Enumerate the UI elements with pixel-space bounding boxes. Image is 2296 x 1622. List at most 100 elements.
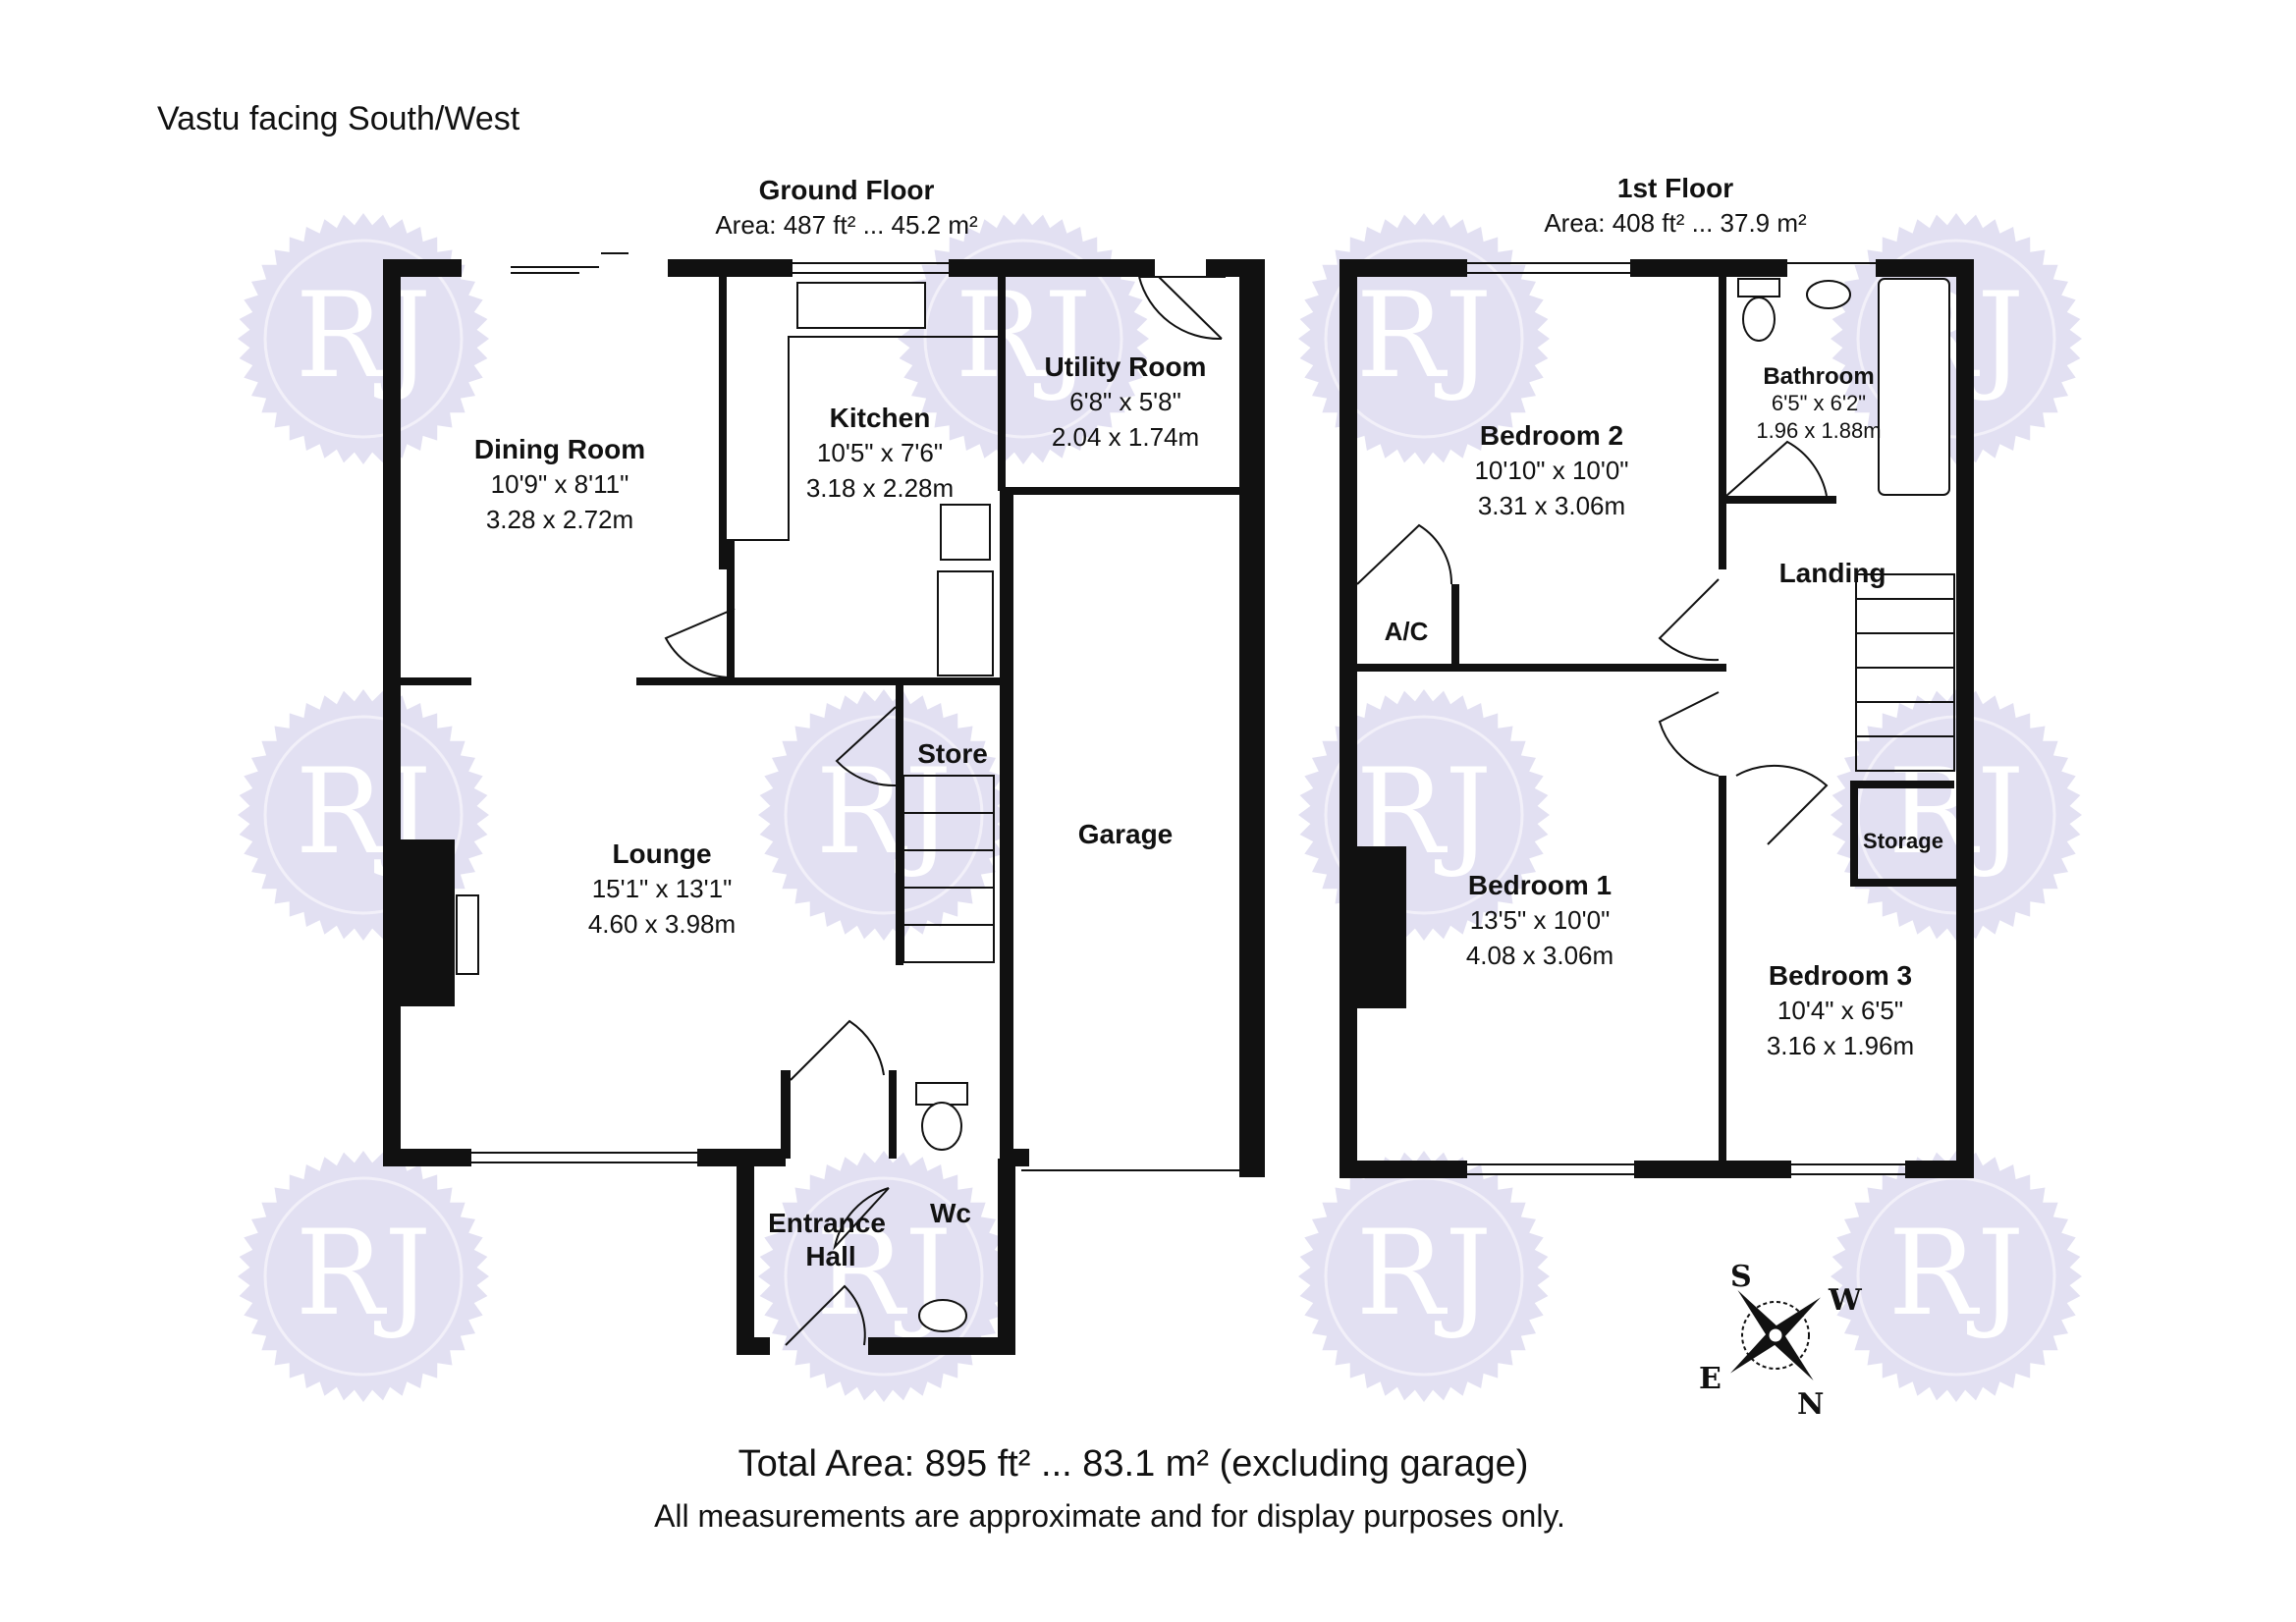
first-floor-plan	[1339, 259, 1974, 1178]
gf-north-wall-mid	[668, 259, 793, 277]
lounge-name: Lounge	[612, 838, 712, 869]
kitchen-unit-tall	[937, 570, 994, 676]
wc-cistern	[915, 1082, 968, 1106]
rj-watermark-seal: RJ	[1298, 689, 1550, 941]
seal-monogram: RJ	[1888, 1206, 2024, 1342]
ff-west-wall	[1339, 259, 1357, 1178]
entrance-hall-name-line2: Hall	[805, 1241, 856, 1271]
garage-name: Garage	[1077, 819, 1174, 849]
ff-north-wall-right	[1876, 259, 1974, 277]
dining-lounge-wall-left	[401, 677, 471, 685]
bath-toilet	[1742, 297, 1776, 342]
seal-edge	[238, 1151, 489, 1402]
bathroom-imperial: 6'5" x 6'2"	[1771, 391, 1867, 415]
landing-name: Landing	[1778, 558, 1886, 588]
rj-watermark-seal: RJ	[238, 1151, 489, 1402]
seal-ring	[784, 1176, 984, 1377]
rj-watermark-seal: RJ	[758, 1151, 1010, 1402]
entrance-west-wall	[737, 1159, 754, 1355]
bath-cistern	[1737, 278, 1780, 297]
bath-basin	[1806, 280, 1851, 309]
seal-monogram: RJ	[296, 1206, 431, 1342]
ac-cupboard-name: A/C	[1384, 617, 1429, 646]
compass-west-label: W	[1829, 1283, 1862, 1318]
rj-watermark-seal: RJ	[1298, 1151, 1550, 1402]
utility-room-imperial: 6'8" x 5'8"	[1069, 387, 1181, 416]
wc-basin	[918, 1299, 967, 1332]
bed2-bed1-wall	[1353, 664, 1726, 672]
store-west-wall	[896, 685, 903, 965]
dining-lounge-wall-right	[636, 677, 1002, 685]
compass-rose	[1730, 1290, 1821, 1380]
seal-ring	[923, 239, 1123, 439]
gf-north-wall-left	[383, 259, 462, 277]
vastu-note: Vastu facing South/West	[157, 100, 520, 137]
dining-room-metric: 3.28 x 2.72m	[485, 505, 634, 534]
seal-edge	[758, 689, 1010, 941]
hob-unit	[940, 504, 991, 561]
bed1-bed3-wall	[1719, 776, 1726, 1168]
bedroom2-name: Bedroom 2	[1479, 420, 1624, 451]
kitchen-imperial: 10'5" x 7'6"	[816, 438, 944, 467]
wc-west-wall	[889, 1070, 897, 1159]
ff-south-wall-mid	[1634, 1161, 1791, 1178]
dining-kitchen-wall-lower	[727, 540, 735, 677]
bath-landing-wall	[1719, 496, 1836, 504]
ground-floor-area: Area: 487 ft² ... 45.2 m²	[715, 210, 978, 240]
bedroom1-metric: 4.08 x 3.06m	[1465, 941, 1614, 970]
rj-watermark-seal: RJ	[238, 213, 489, 464]
compass-east-label: E	[1699, 1362, 1722, 1396]
store-name: Store	[917, 738, 988, 769]
kitchen-metric: 3.18 x 2.28m	[805, 473, 955, 503]
lounge-imperial: 15'1" x 13'1"	[591, 874, 733, 903]
bedroom1-name: Bedroom 1	[1467, 870, 1613, 900]
ff-south-wall-right	[1905, 1161, 1974, 1178]
seal-edge	[1831, 1151, 2082, 1402]
storage-wall-top	[1856, 781, 1954, 788]
seal-ring	[1324, 715, 1524, 915]
ground-floor-plan	[383, 259, 1265, 1355]
ground-floor-fixtures	[456, 282, 994, 1332]
gf-east-wall	[1239, 259, 1265, 1177]
first-floor-title: 1st Floor	[1616, 173, 1734, 203]
storage-name: Storage	[1863, 829, 1943, 853]
bedroom2-metric: 3.31 x 3.06m	[1477, 491, 1626, 520]
bathroom-metric: 1.96 x 1.88m	[1756, 418, 1882, 443]
ground-floor-lines	[471, 252, 1239, 1346]
storage-wall-left	[1850, 781, 1858, 884]
ff-east-wall	[1956, 259, 1974, 1178]
storage-wall-bottom	[1850, 879, 1958, 887]
ff-north-wall-left	[1339, 259, 1467, 277]
fireplace-hearth	[456, 894, 479, 975]
first-floor-fixtures	[1737, 278, 1950, 496]
rj-watermark-seal: RJ	[758, 689, 1010, 941]
seal-ring	[263, 715, 464, 915]
kitchen-utility-wall	[998, 275, 1006, 491]
utility-room-metric: 2.04 x 1.74m	[1051, 422, 1200, 452]
compass-south-label: S	[1730, 1260, 1752, 1294]
entrance-south-wall-left	[737, 1337, 770, 1355]
ground-floor-title: Ground Floor	[758, 175, 935, 205]
bedroom3-name: Bedroom 3	[1768, 960, 1913, 991]
ff-south-wall-left	[1339, 1161, 1467, 1178]
utility-room-name: Utility Room	[1044, 351, 1207, 382]
dining-room-name: Dining Room	[473, 434, 646, 464]
bed2-bath-wall	[1719, 275, 1726, 569]
kitchen-name: Kitchen	[829, 403, 931, 433]
utility-garage-wall	[1006, 487, 1251, 495]
rj-watermark-seal: RJ	[1831, 1151, 2082, 1402]
seal-monogram: RJ	[1356, 1206, 1492, 1342]
gf-south-wall-mid	[697, 1149, 786, 1166]
disclaimer: All measurements are approximate and for…	[654, 1498, 1565, 1534]
dining-room-imperial: 10'9" x 8'11"	[490, 469, 629, 499]
ac-cupboard-wall	[1451, 584, 1459, 668]
entrance-south-wall-right	[868, 1337, 1015, 1355]
garage-west-wall	[1000, 491, 1013, 1159]
entrance-west-inner	[781, 1070, 791, 1159]
seal-ring	[263, 1176, 464, 1377]
gf-south-wall-left	[383, 1149, 471, 1166]
lounge-metric: 4.60 x 3.98m	[587, 909, 737, 939]
seal-monogram: RJ	[296, 268, 431, 405]
entrance-hall-name-line1: Entrance	[768, 1208, 886, 1238]
